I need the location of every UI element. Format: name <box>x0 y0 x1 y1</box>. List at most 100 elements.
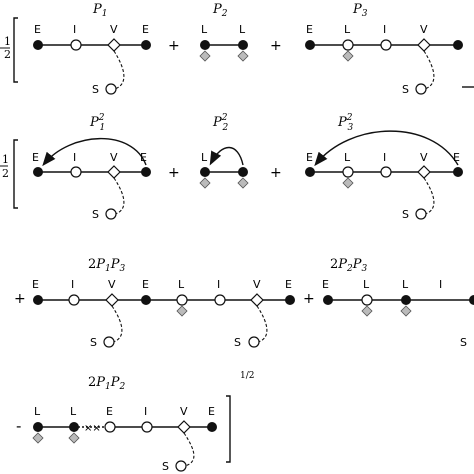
term-label-p1: P1 <box>92 2 107 19</box>
node-e <box>453 167 463 177</box>
term-p1: P1 E I V E S <box>33 2 151 96</box>
node-l <box>69 422 79 432</box>
node-e <box>285 295 295 305</box>
node-label-e: E <box>322 278 329 291</box>
dashed-link <box>256 305 268 343</box>
term-2p1p3: 2P1P3 E I V E L I V E S S <box>32 257 295 349</box>
node-l <box>238 40 248 50</box>
node-l <box>176 294 188 306</box>
node-e <box>453 40 463 50</box>
dashed-link <box>113 177 125 215</box>
node-e <box>305 40 315 50</box>
node-e <box>141 295 151 305</box>
lower-diamond <box>361 305 373 317</box>
node-label-s: S <box>460 336 467 349</box>
plus-operator: + <box>168 38 180 54</box>
node-label-l: L <box>363 278 370 291</box>
node-l <box>238 167 248 177</box>
fraction-denominator: 2 <box>4 48 11 61</box>
node-v <box>107 38 121 52</box>
node-s <box>105 208 117 220</box>
right-bracket-row4 <box>226 395 231 463</box>
term-2p2p3: 2P2P3 E L L I S <box>322 257 474 349</box>
lower-diamond <box>237 50 249 62</box>
node-label-l: L <box>70 405 77 418</box>
row-4: 2P1P2 - ×× L L E I V E S 1/2 <box>16 371 254 473</box>
lower-diamond <box>68 432 80 444</box>
node-label-i: I <box>73 23 76 36</box>
fraction-numerator: 1 <box>2 153 9 166</box>
node-partial <box>469 295 474 305</box>
node-e <box>323 295 333 305</box>
node-e <box>33 40 43 50</box>
node-label-v: V <box>108 278 116 291</box>
fraction-half-row2: 1 2 <box>0 153 9 180</box>
row-1: 1 2 P1 E I V E S + P2 <box>0 2 474 96</box>
node-label-l: L <box>201 151 208 164</box>
node-label-i: I <box>383 151 386 164</box>
node-label-l: L <box>344 23 351 36</box>
node-i <box>70 39 82 51</box>
node-label-l: L <box>178 278 185 291</box>
cross-mark-icon: ×× <box>84 423 101 434</box>
node-e <box>141 167 151 177</box>
term-p3: P3 E L I V S <box>305 2 463 96</box>
row-3: + 2P1P3 E I V E L I V E S S <box>14 257 474 349</box>
node-label-s: S <box>402 208 409 221</box>
node-i <box>70 166 82 178</box>
fraction-denominator: 2 <box>2 167 9 180</box>
node-label-i: I <box>144 405 147 418</box>
node-label-e: E <box>32 151 39 164</box>
node-l <box>361 294 373 306</box>
term-label-p2: P2 <box>212 2 228 19</box>
node-label-i: I <box>71 278 74 291</box>
dashed-link <box>423 50 435 90</box>
node-v <box>417 38 431 52</box>
term-label-2p2p3: 2P2P3 <box>330 257 368 274</box>
node-label-s: S <box>234 336 241 349</box>
node-label-e: E <box>142 278 149 291</box>
node-label-v: V <box>110 23 118 36</box>
node-i <box>68 294 80 306</box>
node-s <box>103 336 115 348</box>
node-label-s: S <box>402 83 409 96</box>
plus-operator: + <box>270 38 282 54</box>
exponent-half: 1/2 <box>240 371 254 381</box>
node-l <box>200 40 210 50</box>
loop-arrow <box>42 137 147 167</box>
lower-diamond <box>176 305 188 317</box>
node-label-e: E <box>32 278 39 291</box>
lower-diamond <box>400 305 412 317</box>
minus-operator: - <box>16 417 21 435</box>
node-label-e: E <box>285 278 292 291</box>
node-label-s: S <box>92 208 99 221</box>
node-label-e: E <box>106 405 113 418</box>
node-i <box>141 421 153 433</box>
left-bracket-row2 <box>13 139 18 209</box>
node-l <box>200 167 210 177</box>
node-label-l: L <box>201 23 208 36</box>
lower-diamond <box>199 50 211 62</box>
node-e <box>33 295 43 305</box>
node-l <box>33 422 43 432</box>
node-label-i: I <box>439 278 442 291</box>
node-label-e: E <box>306 23 313 36</box>
node-label-e: E <box>34 23 41 36</box>
lower-diamond <box>199 177 211 189</box>
node-i <box>380 39 392 51</box>
node-s <box>415 83 427 95</box>
loop-arrow <box>314 130 459 167</box>
left-bracket-row1 <box>13 17 18 83</box>
node-l <box>401 295 411 305</box>
plus-operator: + <box>168 165 180 181</box>
node-s <box>415 208 427 220</box>
node-e <box>141 40 151 50</box>
node-e <box>207 422 217 432</box>
node-i <box>380 166 392 178</box>
